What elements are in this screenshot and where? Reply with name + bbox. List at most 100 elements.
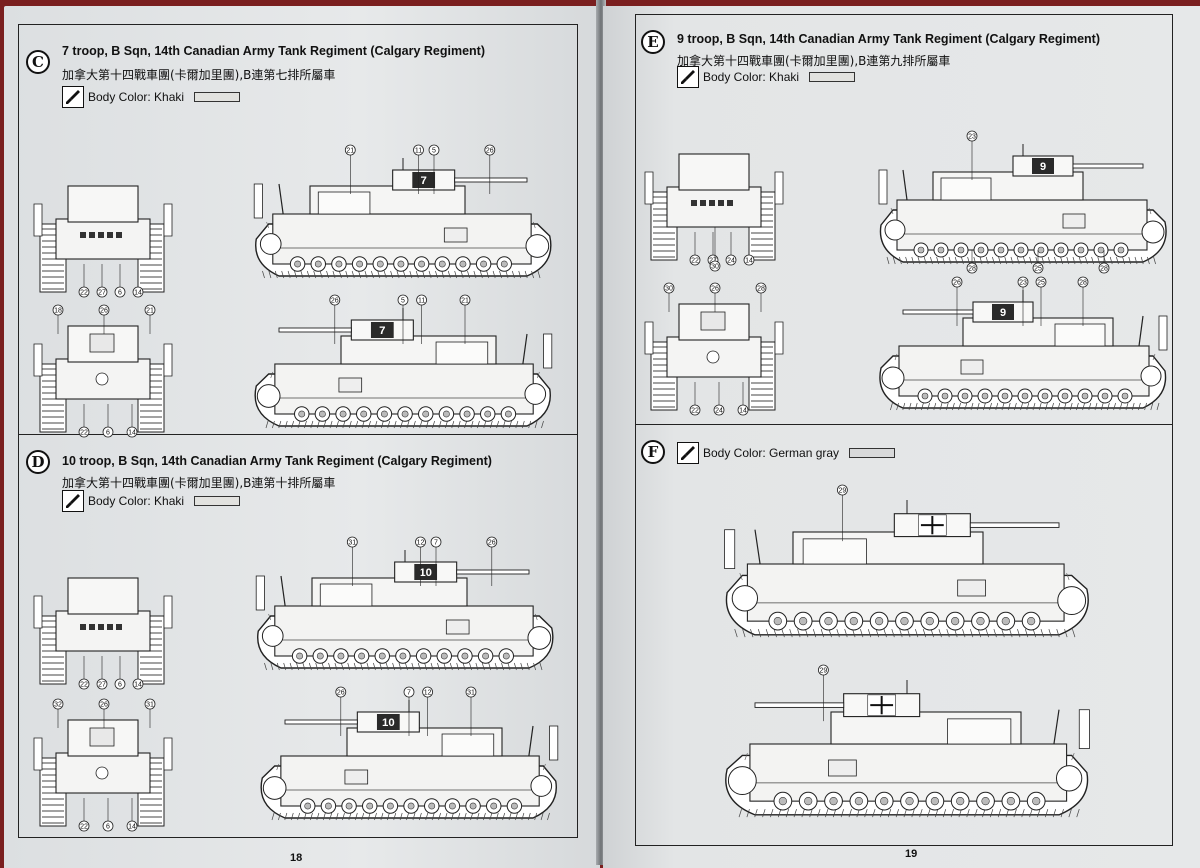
part-callout-circle (98, 698, 110, 710)
part-callout-number: 7 (407, 690, 411, 697)
turret-number-marking: 7 (379, 325, 385, 337)
part-callout-circle (709, 260, 721, 272)
part-callout-circle (484, 144, 496, 156)
left-page: C 7 troop, B Sqn, 14th Canadian Army Tan… (4, 6, 600, 868)
turret-number-marking: 10 (419, 567, 432, 579)
part-callout-circle (428, 144, 440, 156)
part-callout-number: 6 (118, 682, 122, 689)
part-callout-number: 22 (691, 408, 699, 415)
part-callout-circle (78, 426, 90, 438)
part-callout-circle (416, 294, 428, 306)
part-callout-number: 11 (415, 148, 422, 155)
part-callout-circle (344, 144, 356, 156)
part-callout-number: 27 (98, 290, 106, 297)
part-callout-circle (486, 536, 498, 548)
part-callout-circle (403, 686, 415, 698)
part-callout-circle (725, 254, 737, 266)
part-callout-circle (397, 294, 409, 306)
part-callout-number: 26 (711, 286, 719, 293)
part-callout-number: 7 (434, 540, 438, 547)
part-callout-number: 18 (54, 308, 62, 315)
part-callout-number: 23 (968, 134, 976, 141)
panel-e: E 9 troop, B Sqn, 14th Canadian Army Tan… (635, 14, 1171, 424)
body-color-label: Body Color: Khaki (88, 494, 185, 508)
part-callout-number: 22 (80, 290, 88, 297)
panel-e-badge: E (641, 30, 665, 54)
panel-e-body-color: Body Color: Khaki (677, 66, 856, 88)
part-callout-circle (78, 820, 90, 832)
panel-c: C 7 troop, B Sqn, 14th Canadian Army Tan… (18, 24, 576, 438)
turret-number-marking: 9 (1040, 161, 1046, 173)
part-callout-circle (335, 686, 347, 698)
panel-c-title: 7 troop, B Sqn, 14th Canadian Army Tank … (62, 44, 485, 58)
part-callout-number: 26 (100, 702, 108, 709)
paint-brush-icon (677, 66, 699, 88)
panel-e-title: 9 troop, B Sqn, 14th Canadian Army Tank … (677, 32, 1100, 46)
panel-c-subtitle: 加拿大第十四戰車團(卡爾加里團),B連第七排所屬車 (62, 68, 336, 82)
page-number: 19 (905, 848, 918, 860)
part-callout-number: 6 (106, 824, 110, 831)
part-callout-number: 5 (432, 148, 436, 155)
part-callout-number: 24 (715, 408, 723, 415)
part-callout-circle (102, 820, 114, 832)
part-callout-circle (1032, 262, 1044, 274)
part-callout-circle (663, 282, 675, 294)
part-callout-circle (837, 484, 848, 496)
part-callout-circle (132, 286, 144, 298)
part-callout-number: 14 (128, 430, 136, 437)
color-swatch (194, 92, 241, 102)
part-callout-number: 22 (80, 682, 88, 689)
part-callout-number: 14 (134, 290, 142, 297)
part-callout-number: 28 (757, 286, 765, 293)
paint-brush-icon (677, 442, 699, 464)
part-callout-number: 22 (80, 430, 88, 437)
part-callout-number: 28 (1100, 266, 1108, 273)
part-callout-number: 22 (80, 824, 88, 831)
part-callout-circle (78, 286, 90, 298)
part-callout-number: 25 (1037, 280, 1045, 287)
part-callout-number: 6 (118, 290, 122, 297)
panel-d-title: 10 troop, B Sqn, 14th Canadian Army Tank… (62, 454, 492, 468)
part-callout-circle (1077, 276, 1089, 288)
part-callout-circle (126, 426, 138, 438)
right-panel-divider (635, 424, 1173, 425)
part-callout-circle (951, 276, 963, 288)
part-callout-circle (144, 698, 156, 710)
part-callout-circle (737, 404, 749, 416)
turret-number-marking: 10 (382, 717, 395, 729)
part-callout-circle (709, 282, 721, 294)
page-number: 18 (290, 852, 303, 864)
part-callout-number: 23 (1019, 280, 1027, 287)
book-gutter (596, 0, 606, 865)
color-swatch (849, 448, 896, 458)
part-callout-number: 21 (146, 308, 154, 315)
part-callout-number: 31 (348, 540, 356, 547)
paint-brush-icon (62, 86, 84, 108)
part-callout-circle (966, 130, 978, 142)
part-callout-number: 11 (418, 298, 425, 305)
part-callout-circle (132, 678, 144, 690)
panel-d-badge: D (26, 450, 50, 474)
panel-c-badge: C (26, 50, 50, 74)
part-callout-number: 22 (691, 258, 699, 265)
part-callout-number: 31 (146, 702, 154, 709)
part-callout-number: 31 (467, 690, 475, 697)
part-callout-circle (1017, 276, 1029, 288)
part-callout-circle (689, 254, 701, 266)
right-page-frame (635, 14, 1173, 846)
part-callout-circle (415, 536, 426, 548)
part-callout-circle (413, 144, 424, 156)
part-callout-number: 32 (54, 702, 62, 709)
part-callout-number: 21 (346, 148, 354, 155)
part-callout-circle (96, 678, 108, 690)
part-callout-circle (459, 294, 471, 306)
panel-e-subtitle: 加拿大第十四戰車團(卡爾加里團),B連第九排所屬車 (677, 54, 951, 68)
part-callout-circle (102, 426, 114, 438)
part-callout-number: 5 (401, 298, 405, 305)
